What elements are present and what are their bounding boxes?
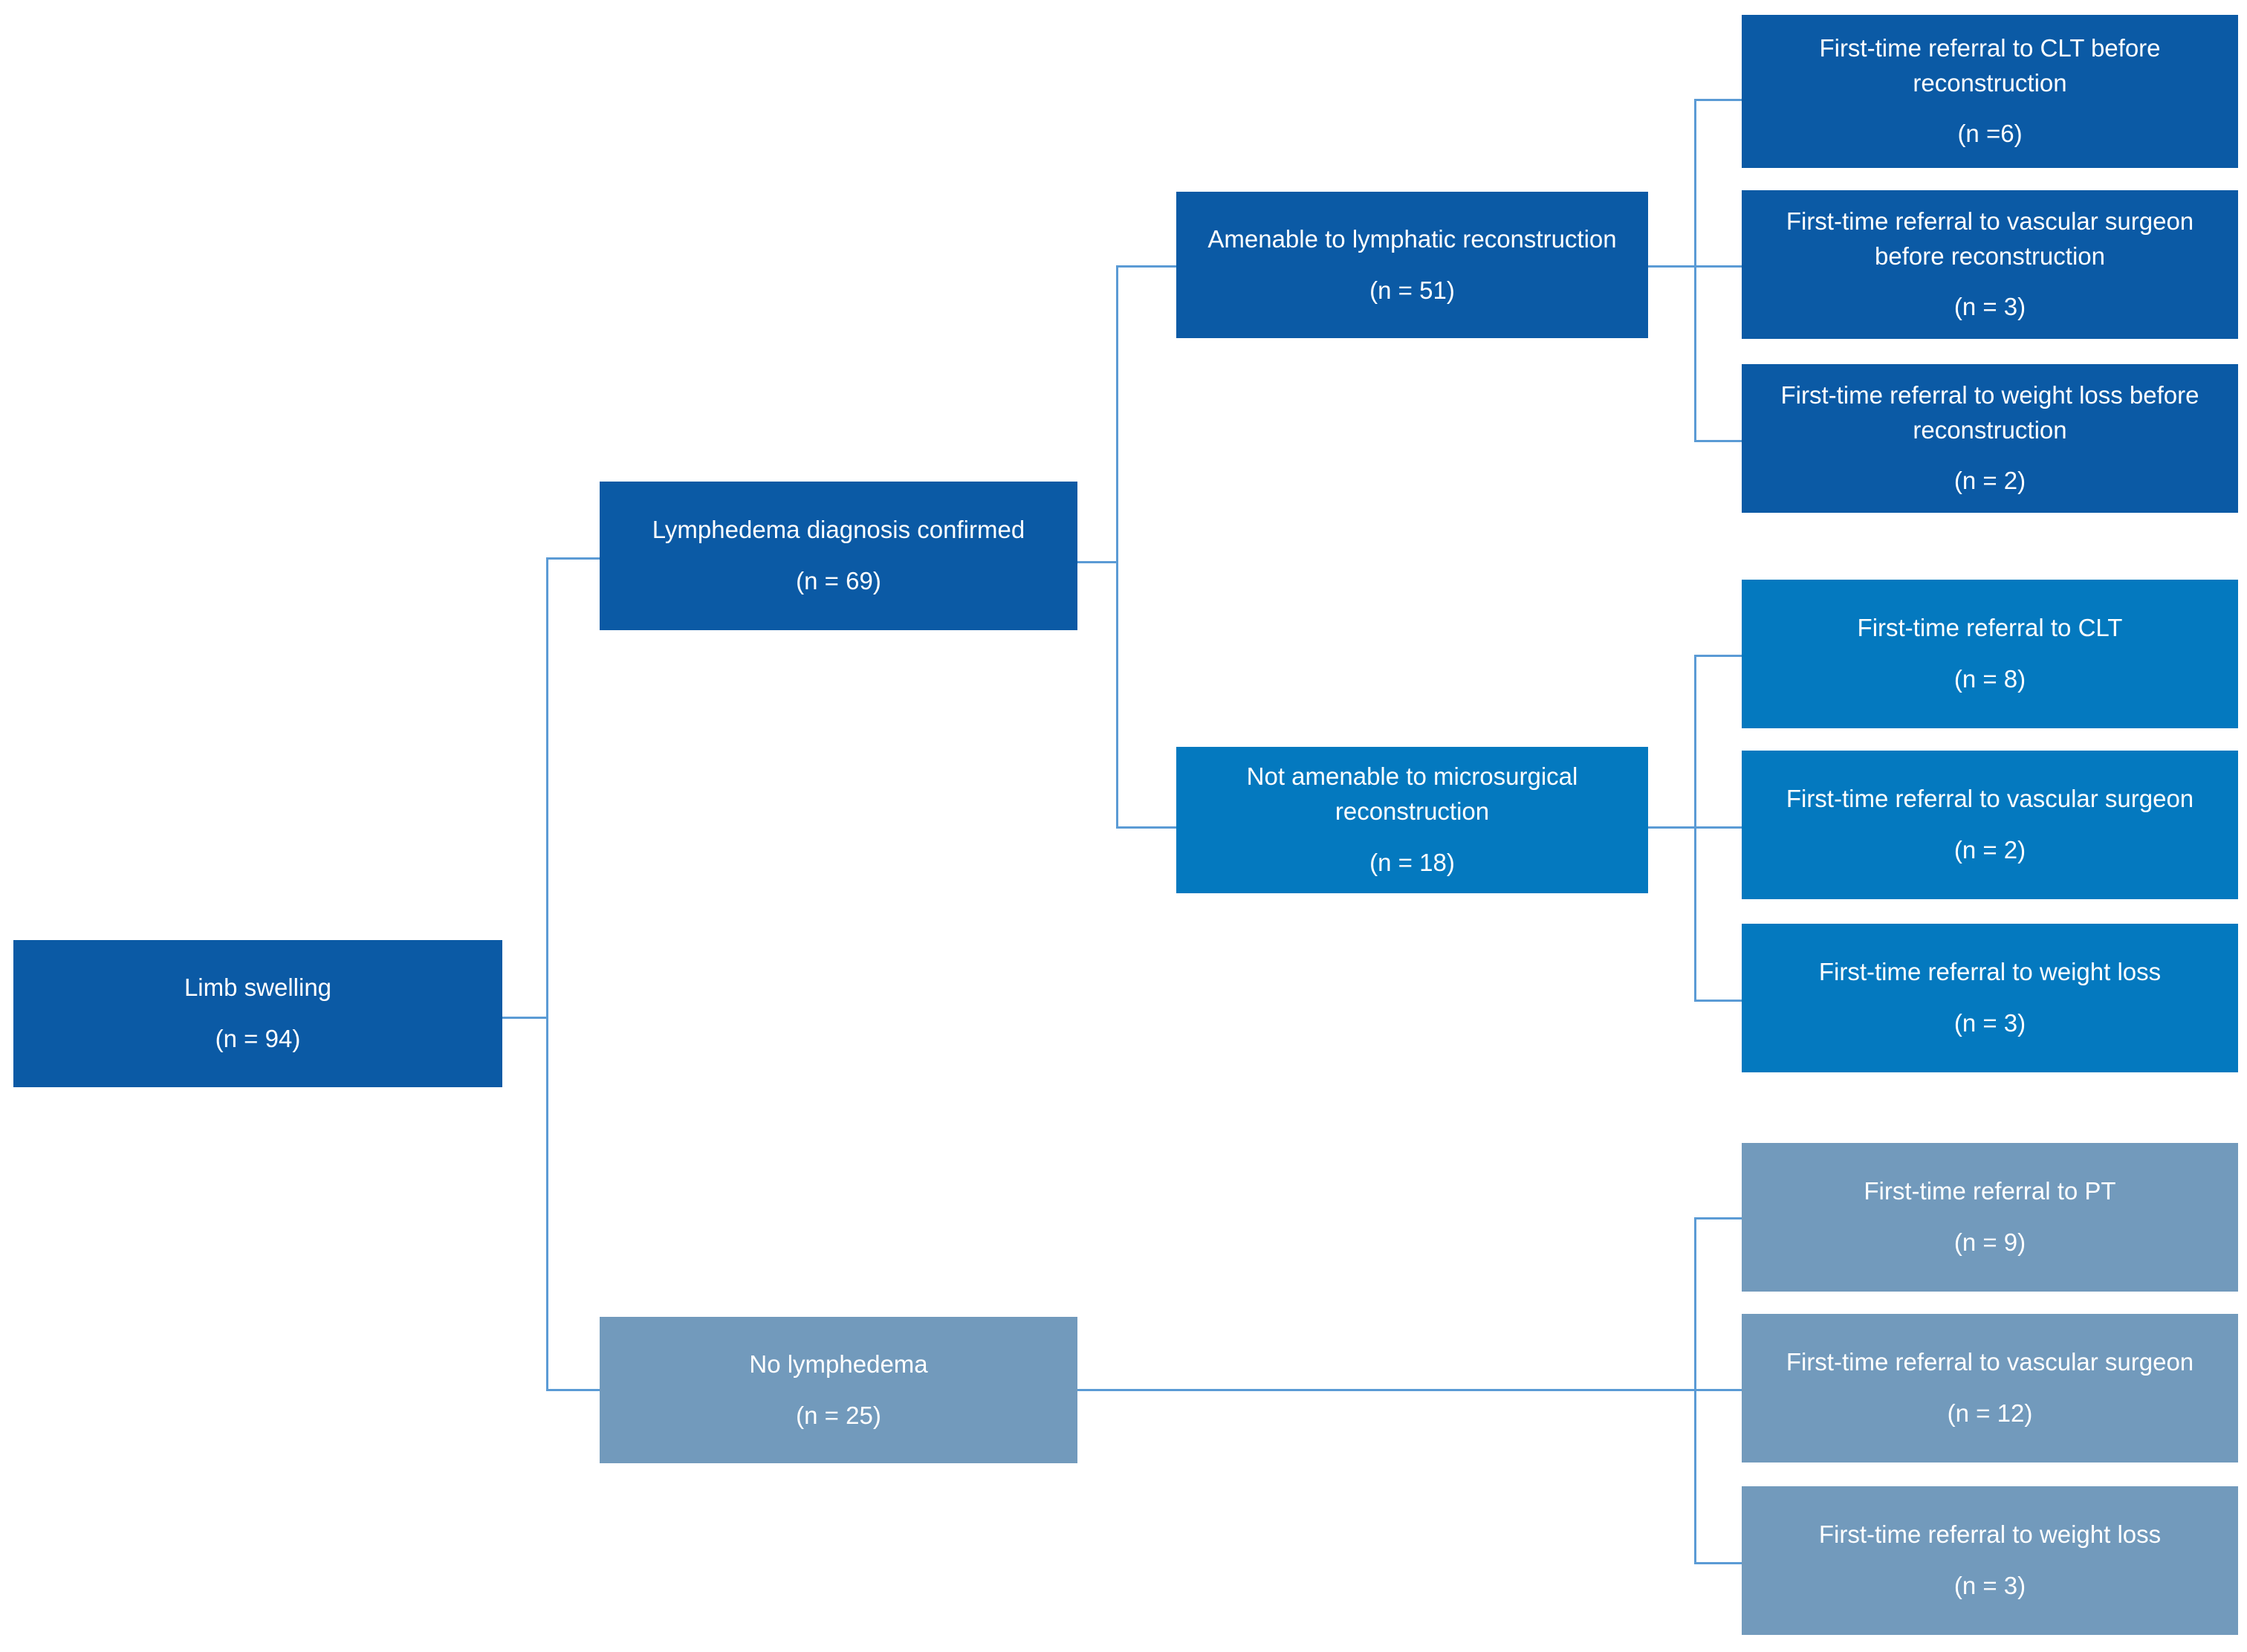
connector-root-trunk [546,557,548,1391]
node-label: First-time referral to vascular surgeon [1786,1348,2194,1376]
connector-no-lymphedema-out [1077,1389,1696,1391]
node-count: (n = 25) [796,1401,881,1429]
node-label: Not amenable to microsurgical reconstruc… [1246,762,1585,826]
connector-to-referral-pt [1694,1217,1742,1219]
node-label: First-time referral to weight loss befor… [1780,380,2206,444]
connector-amenable-out [1648,265,1696,268]
connector-to-no-lymphedema [546,1389,600,1391]
node-label: First-time referral to PT [1864,1177,2116,1205]
node-referral-pt[interactable]: First-time referral to PT (n = 9) [1742,1143,2238,1292]
node-count: (n = 3) [1953,1572,2026,1599]
node-referral-vascular-surgeon-before-reconstruction[interactable]: First-time referral to vascular surgeon … [1742,190,2238,339]
node-count: (n = 2) [1953,836,2026,864]
node-count: (n = 8) [1953,665,2026,693]
node-label: Limb swelling [184,974,332,1002]
node-label: First-time referral to weight loss [1818,958,2162,986]
node-referral-weight-loss-no-lymphedema[interactable]: First-time referral to weight loss (n = … [1742,1486,2238,1635]
node-count: (n = 9) [1953,1228,2026,1256]
node-referral-weight-loss-before-reconstruction[interactable]: First-time referral to weight loss befor… [1742,364,2238,513]
node-count: (n = 3) [1953,293,2026,321]
node-count: (n = 3) [1953,1009,2026,1037]
connector-to-referral-vascular [1694,826,1742,829]
node-count: (n = 12) [1947,1399,2033,1427]
node-label: Lymphedema diagnosis confirmed [652,516,1025,544]
node-not-amenable-microsurgical-reconstruction[interactable]: Not amenable to microsurgical reconstruc… [1176,747,1648,893]
connector-to-referral-weight-no-lymph [1694,1562,1742,1564]
connector-to-referral-weight [1694,1000,1742,1002]
node-count: (n = 69) [796,567,881,595]
node-label: First-time referral to vascular surgeon [1786,785,2194,813]
node-count: (n =6) [1957,120,2023,148]
connector-to-amenable [1116,265,1198,268]
connector-to-referral-vascular-no-lymph [1694,1389,1742,1391]
connector-not-amenable-out [1648,826,1696,829]
node-limb-swelling[interactable]: Limb swelling (n = 94) [13,940,502,1087]
connector-to-referral-clt [1694,655,1742,657]
node-count: (n = 18) [1369,848,1455,876]
connector-to-referral-vascular-before [1694,265,1742,268]
node-label: First-time referral to weight loss [1818,1520,2162,1549]
node-referral-vascular-surgeon[interactable]: First-time referral to vascular surgeon … [1742,751,2238,899]
node-count: (n = 94) [215,1025,301,1052]
connector-to-not-amenable [1116,826,1198,829]
node-referral-vascular-surgeon-no-lymphedema[interactable]: First-time referral to vascular surgeon … [1742,1314,2238,1462]
node-count: (n = 2) [1953,467,2026,495]
connector-to-referral-clt-before [1694,99,1742,101]
node-label: Amenable to lymphatic reconstruction [1207,224,1617,253]
node-no-lymphedema[interactable]: No lymphedema (n = 25) [600,1317,1077,1463]
connector-level3-trunk [1116,265,1118,829]
node-referral-clt-before-reconstruction[interactable]: First-time referral to CLT before recons… [1742,15,2238,168]
connector-to-referral-weight-before [1694,440,1742,442]
connector-to-lymphedema-confirmed [546,557,600,560]
connector-root-out [502,1017,548,1019]
node-label: First-time referral to vascular surgeon … [1786,207,2201,270]
node-amenable-lymphatic-reconstruction[interactable]: Amenable to lymphatic reconstruction (n … [1176,192,1648,338]
node-label: No lymphedema [749,1350,928,1378]
node-lymphedema-confirmed[interactable]: Lymphedema diagnosis confirmed (n = 69) [600,482,1077,630]
connector-lymphedema-confirmed-out [1077,561,1118,563]
node-count: (n = 51) [1369,276,1455,304]
connector-outcomes-amenable-trunk [1694,99,1696,442]
node-label: First-time referral to CLT before recons… [1819,33,2167,97]
node-referral-clt[interactable]: First-time referral to CLT (n = 8) [1742,580,2238,728]
node-label: First-time referral to CLT [1857,614,2123,642]
node-referral-weight-loss[interactable]: First-time referral to weight loss (n = … [1742,924,2238,1072]
